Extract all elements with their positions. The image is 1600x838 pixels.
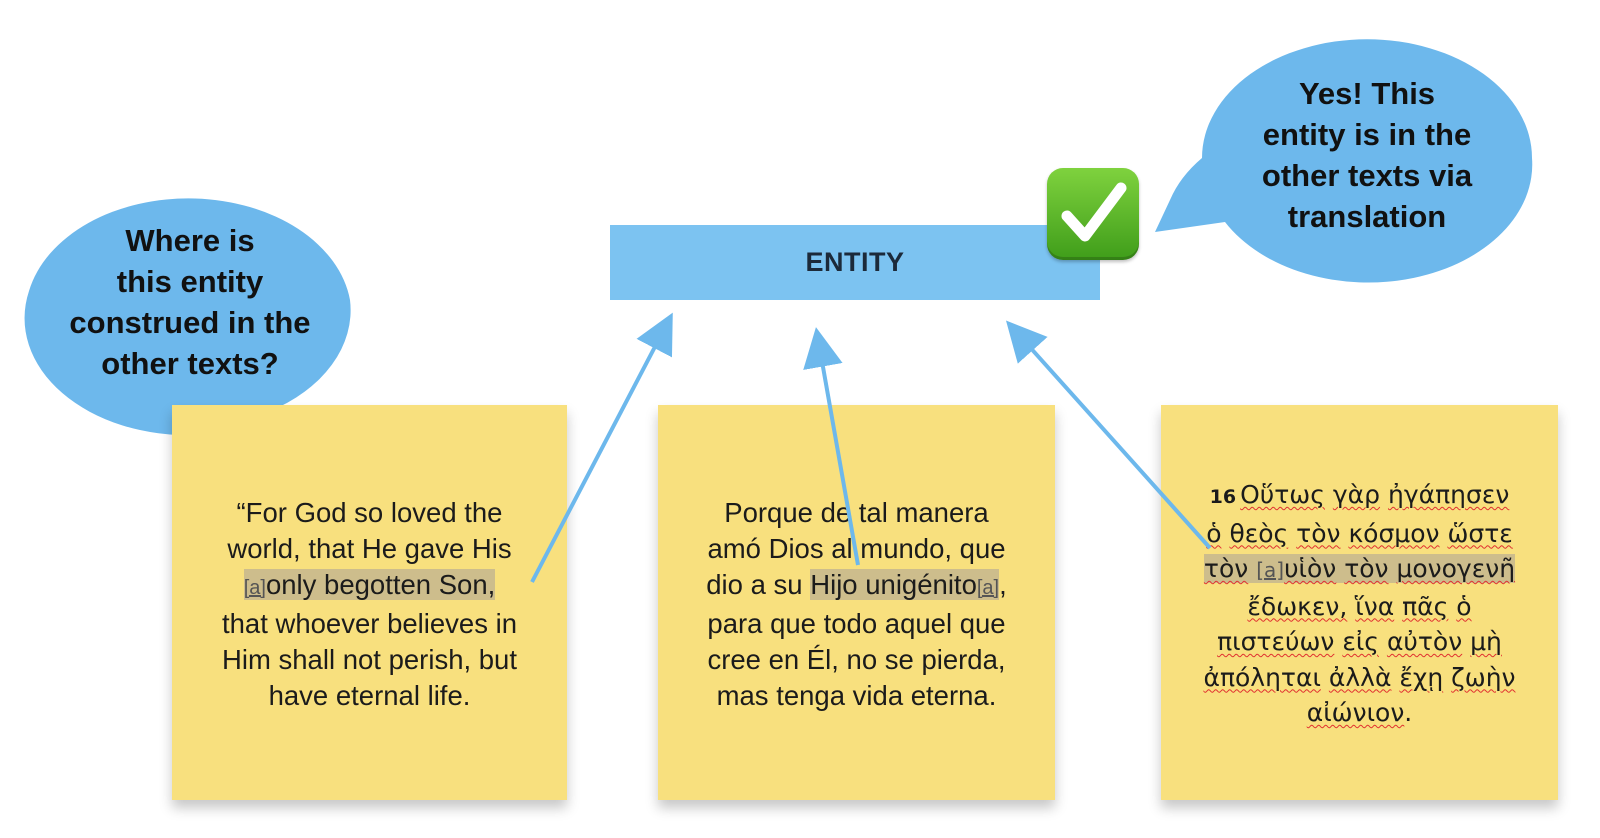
greek-word: ἀπόληται [1203, 662, 1321, 692]
english-line: “For God so loved the [236, 497, 503, 528]
greek-word: ὥστε [1447, 518, 1513, 548]
greek-line: αἰώνιον. [1161, 695, 1558, 731]
checkmark-icon [1047, 168, 1139, 260]
footnote-link[interactable]: [a] [976, 577, 1000, 599]
spanish-line: dio a su Hijo unigénito[a], [658, 567, 1055, 606]
answer-bubble [1155, 39, 1533, 283]
greek-line: πιστεύων εἰς αὐτὸν μὴ [1161, 624, 1558, 660]
question-bubble [24, 198, 351, 503]
english-highlight: [a]only begotten Son, [243, 569, 496, 600]
greek-word: εἰς [1342, 627, 1379, 656]
greek-word: Οὕτως [1240, 480, 1325, 509]
answer-line: translation [1287, 199, 1447, 234]
greek-word: πᾶς [1402, 591, 1449, 621]
english-line: that whoever believes in [221, 608, 518, 639]
greek-word: πιστεύων [1217, 627, 1335, 656]
spanish-pre: dio a su [706, 569, 811, 600]
answer-line: other texts via [1261, 158, 1473, 193]
spanish-line: mas tenga vida eterna. [716, 680, 997, 711]
greek-line: ὁ θεὸς τὸν κόσμον ὥστε [1161, 516, 1558, 552]
spanish-post: , [999, 569, 1007, 600]
question-line: other texts? [101, 346, 279, 381]
english-highlight-text: only begotten Son, [265, 569, 496, 600]
spanish-highlight: Hijo unigénito[a] [810, 569, 1000, 600]
greek-word: μὴ [1470, 627, 1502, 656]
spanish-line: Porque de tal manera [724, 497, 989, 528]
greek-word: ζωὴν [1451, 662, 1516, 692]
question-line: Where is [125, 223, 255, 258]
english-line: world, that He gave His [227, 533, 512, 564]
greek-word: γὰρ [1332, 480, 1381, 509]
greek-word: θεὸς [1229, 518, 1289, 548]
entity-box: ENTITY [610, 225, 1100, 300]
greek-word: αὐτὸν [1386, 627, 1463, 656]
greek-word: υἱὸν [1284, 554, 1337, 583]
greek-word: ἀλλὰ [1328, 662, 1392, 692]
footnote-link[interactable]: [a] [1256, 558, 1285, 582]
greek-word: αἰώνιον [1306, 698, 1405, 727]
greek-word: τὸν [1203, 554, 1249, 583]
greek-word: τὸν [1344, 554, 1389, 583]
english-note: “For God so loved the world, that He gav… [172, 405, 567, 800]
greek-line: ἀπόληται ἀλλὰ ἔχῃ ζωὴν [1161, 660, 1558, 696]
spanish-line: para que todo aquel que [707, 608, 1006, 639]
question-bubble-text: Where is this entity construed in the ot… [30, 220, 350, 384]
greek-word: ἔχῃ [1399, 662, 1444, 692]
english-line: have eternal life. [268, 680, 471, 711]
spanish-note: Porque de tal manera amó Dios al mundo, … [658, 405, 1055, 800]
entity-label: ENTITY [805, 247, 905, 277]
greek-word: ἔδωκεν, [1247, 591, 1348, 621]
greek-word: ὁ [1456, 591, 1472, 621]
greek-word: ἵνα [1355, 591, 1395, 621]
question-line: construed in the [69, 305, 311, 340]
greek-word: ὁ [1206, 518, 1222, 548]
greek-highlight: τὸν [a]υἱὸν τὸν μονογενῆ [1203, 554, 1516, 583]
greek-punct: . [1404, 698, 1413, 727]
spanish-line: amó Dios al mundo, que [707, 533, 1006, 564]
greek-line: ἔδωκεν, ἵνα πᾶς ὁ [1161, 589, 1558, 625]
question-line: this entity [116, 264, 264, 299]
answer-line: entity is in the [1262, 117, 1472, 152]
greek-word: ἠγάπησεν [1387, 480, 1510, 509]
spanish-text: Porque de tal manera amó Dios al mundo, … [658, 495, 1055, 714]
english-line: Him shall not perish, but [222, 644, 517, 675]
english-text: “For God so loved the world, that He gav… [172, 495, 567, 714]
greek-word: τὸν [1296, 518, 1341, 548]
greek-line: τὸν [a]υἱὸν τὸν μονογενῆ [1161, 551, 1558, 589]
greek-word: κόσμον [1348, 518, 1440, 548]
verse-number: 16 [1209, 486, 1237, 508]
answer-line: Yes! This [1298, 76, 1436, 111]
footnote-link[interactable]: [a] [243, 577, 266, 599]
english-line: [a]only begotten Son, [172, 567, 567, 606]
answer-bubble-text: Yes! This entity is in the other texts v… [1207, 73, 1527, 237]
greek-word: μονογενῆ [1396, 554, 1516, 583]
spanish-line: cree en Él, no se pierda, [707, 644, 1006, 675]
spanish-highlight-text: Hijo unigénito [810, 569, 977, 600]
